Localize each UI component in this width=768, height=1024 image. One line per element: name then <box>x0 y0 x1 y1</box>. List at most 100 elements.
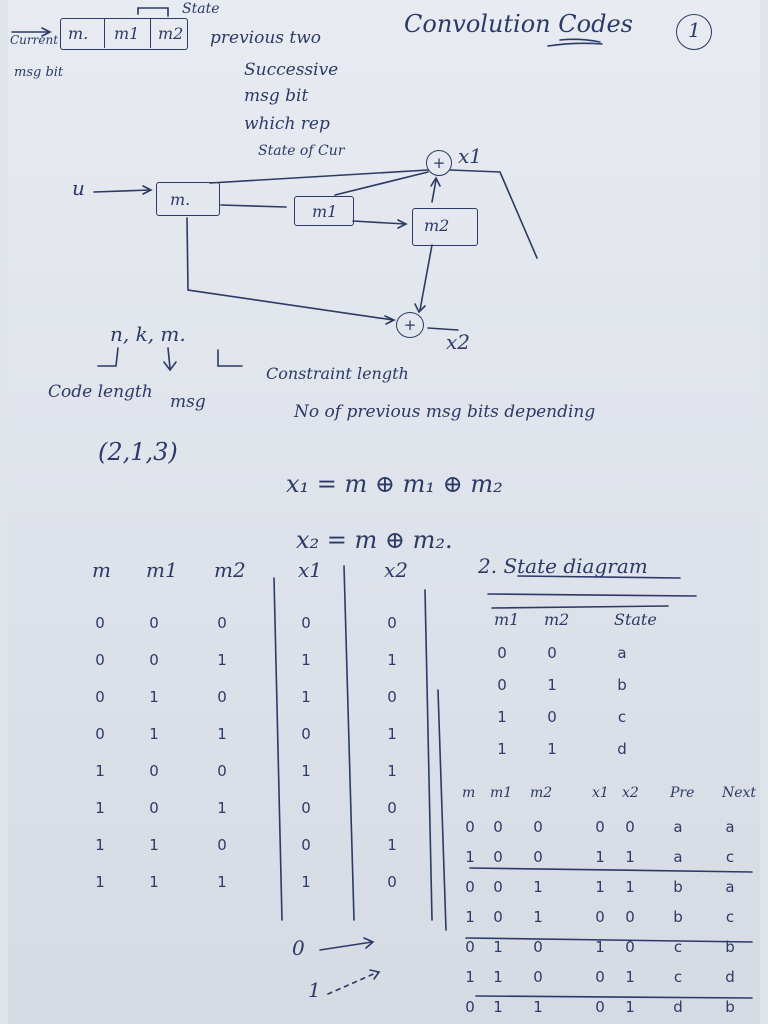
register-cell: m2 <box>158 24 184 43</box>
truth-table-cell: 0 <box>95 651 105 669</box>
register-divider <box>150 18 151 48</box>
state-table-header: m1 <box>494 610 520 629</box>
constraint-length-label: Constraint length <box>266 364 409 383</box>
page-title: Convolution Codes <box>404 10 633 38</box>
previous-bits-note: No of previous msg bits depending <box>294 402 596 422</box>
transition-table-header: m <box>462 785 476 801</box>
register-label: m1 <box>312 202 338 221</box>
truth-table-cell: 1 <box>217 651 227 669</box>
truth-table-cell: 1 <box>301 762 311 780</box>
transition-table-cell: 0 <box>533 848 543 866</box>
truth-table-cell: 1 <box>217 725 227 743</box>
transition-table-cell: 1 <box>533 998 543 1016</box>
transition-table-cell: c <box>673 938 683 956</box>
truth-table-cell: 1 <box>95 836 105 854</box>
state-label: State <box>182 1 220 17</box>
note-line: Successive <box>244 60 339 80</box>
transition-table-cell: 0 <box>625 908 635 926</box>
register-m0 <box>156 182 220 216</box>
output-x1: x1 <box>458 144 483 168</box>
transition-table-cell: d <box>725 968 735 986</box>
legend-solid-label: 0 <box>292 936 305 960</box>
transition-table-cell: 1 <box>493 938 503 956</box>
register-cell: m. <box>68 24 89 43</box>
transition-table-cell: 1 <box>465 968 475 986</box>
state-table-cell: c <box>617 708 627 726</box>
register-m1 <box>294 196 354 226</box>
transition-table-cell: 1 <box>625 878 635 896</box>
transition-table-cell: a <box>725 818 735 836</box>
truth-table-cell: 1 <box>149 836 159 854</box>
truth-table-header: x1 <box>298 558 323 582</box>
state-table-cell: 1 <box>497 740 507 758</box>
current-label: Current <box>10 33 59 47</box>
truth-table-cell: 0 <box>95 614 105 632</box>
transition-table-cell: 1 <box>625 968 635 986</box>
transition-table-header: Pre <box>670 785 695 801</box>
transition-table-cell: 1 <box>533 908 543 926</box>
note-line: msg bit <box>244 86 309 106</box>
code-length-label: Code length <box>48 382 153 402</box>
page-number: 1 <box>688 18 701 42</box>
truth-table-cell: 1 <box>387 651 397 669</box>
transition-table-cell: 0 <box>533 938 543 956</box>
note-line: which rep <box>244 114 330 134</box>
note-line: State of Cur <box>258 143 345 159</box>
transition-table-cell: b <box>725 998 735 1016</box>
state-table-cell: 0 <box>547 708 557 726</box>
transition-table-cell: d <box>673 998 683 1016</box>
transition-table-cell: 0 <box>493 878 503 896</box>
transition-table-cell: 0 <box>465 878 475 896</box>
truth-table-cell: 0 <box>95 688 105 706</box>
truth-table-cell: 1 <box>95 799 105 817</box>
state-table-cell: 1 <box>547 676 557 694</box>
truth-table-cell: 0 <box>301 725 311 743</box>
truth-table-cell: 1 <box>387 725 397 743</box>
truth-table-cell: 1 <box>387 836 397 854</box>
code-params-value: (2,1,3) <box>98 438 178 466</box>
truth-table-cell: 0 <box>387 614 397 632</box>
transition-table-cell: 1 <box>595 848 605 866</box>
previous-note: previous two <box>210 28 322 48</box>
truth-table-cell: 0 <box>149 799 159 817</box>
truth-table-header: x2 <box>384 558 409 582</box>
transition-table-header: x1 <box>592 785 609 801</box>
transition-table-cell: 0 <box>533 968 543 986</box>
truth-table-cell: 0 <box>301 799 311 817</box>
transition-table-cell: 0 <box>493 908 503 926</box>
xor-adder-icon: + <box>396 312 424 338</box>
state-table-header: State <box>614 610 657 629</box>
truth-table-cell: 0 <box>217 614 227 632</box>
transition-table-cell: 0 <box>533 818 543 836</box>
truth-table-cell: 0 <box>149 762 159 780</box>
transition-table-cell: 0 <box>595 968 605 986</box>
transition-table-cell: 0 <box>465 938 475 956</box>
truth-table-cell: 1 <box>217 799 227 817</box>
transition-table-header: Next <box>722 785 757 801</box>
transition-table-cell: c <box>725 848 735 866</box>
truth-table-cell: 0 <box>387 873 397 891</box>
transition-table-cell: 0 <box>493 848 503 866</box>
notebook-page <box>8 0 760 1024</box>
equation-x2: x₂ = m ⊕ m₂. <box>296 526 453 554</box>
state-table-cell: 0 <box>497 644 507 662</box>
transition-table-cell: a <box>673 818 683 836</box>
truth-table-cell: 0 <box>149 651 159 669</box>
transition-table-cell: 1 <box>465 848 475 866</box>
input-u: u <box>72 176 85 200</box>
page-number-circle-icon <box>676 14 712 50</box>
param-symbols: n, k, m. <box>110 322 186 346</box>
state-table-cell: a <box>617 644 627 662</box>
transition-table-cell: c <box>673 968 683 986</box>
truth-table-cell: 0 <box>301 614 311 632</box>
truth-table-cell: 1 <box>301 688 311 706</box>
transition-table-cell: 1 <box>595 938 605 956</box>
transition-table-cell: 0 <box>595 998 605 1016</box>
truth-table-cell: 1 <box>95 762 105 780</box>
truth-table-cell: 1 <box>387 762 397 780</box>
state-table-cell: 1 <box>547 740 557 758</box>
transition-table-cell: a <box>725 878 735 896</box>
register-m2 <box>412 208 478 246</box>
register-cell: m1 <box>114 24 140 43</box>
state-table-cell: 0 <box>497 676 507 694</box>
